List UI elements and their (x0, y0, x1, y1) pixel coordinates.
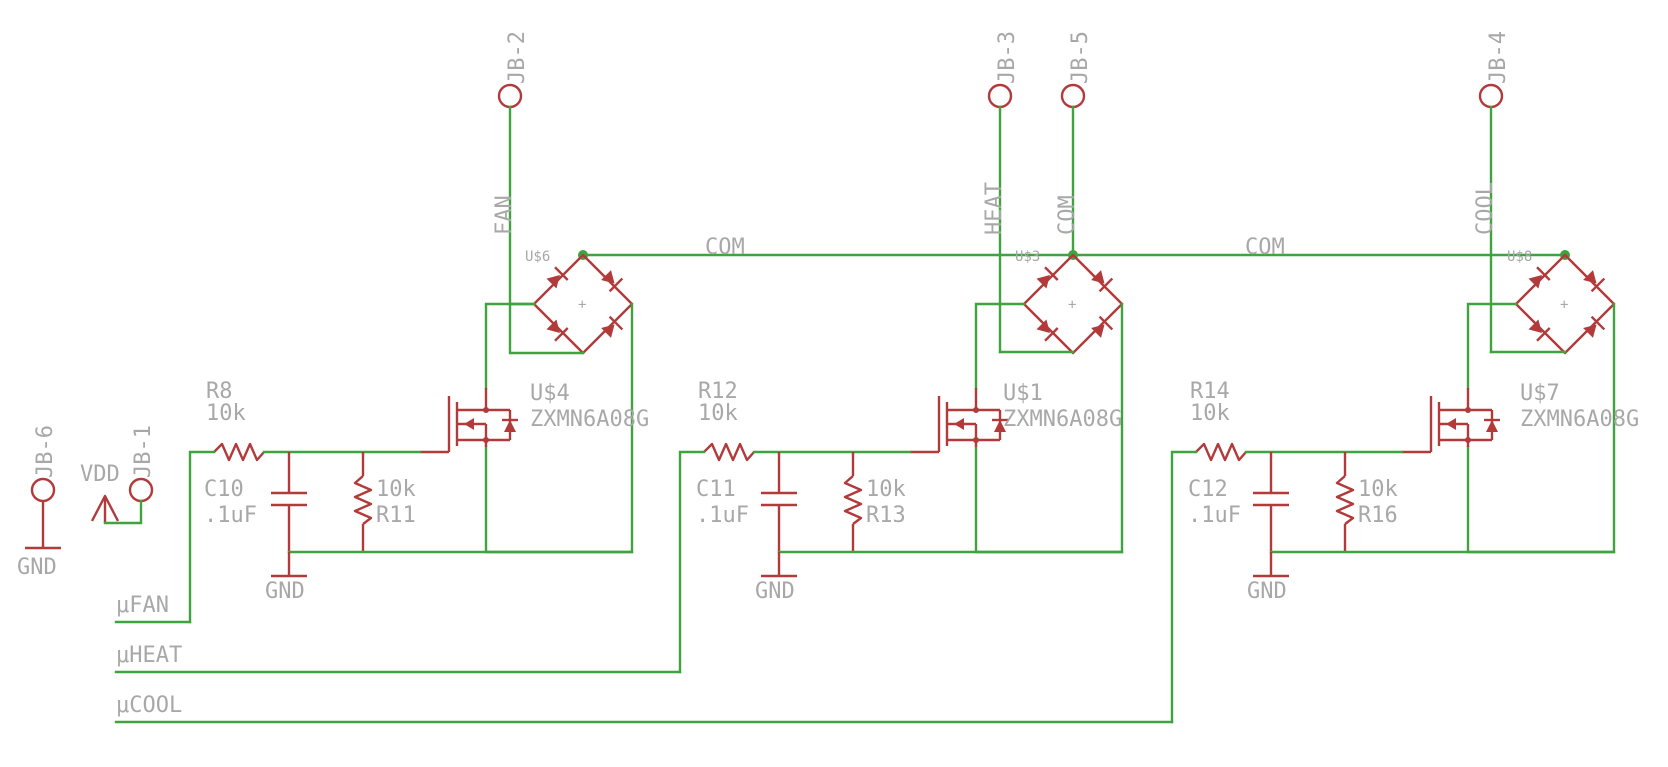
ufan-label: μFAN (116, 593, 169, 618)
uheat-label: μHEAT (116, 643, 182, 668)
input-ufan: μFAN (114, 593, 192, 624)
capacitor-c11: C11 .1uF (696, 452, 797, 552)
mosfet-u7-ref: U$7 (1520, 381, 1560, 406)
terminal-jb-1-label: JB-1 (131, 425, 156, 478)
ucool-label: μCOOL (116, 693, 182, 718)
terminal-jb-2[interactable]: JB-2 (497, 31, 530, 109)
mosfet-u1-ref: U$1 (1003, 381, 1043, 406)
terminal-jb-6[interactable]: JB-6 GND (17, 425, 61, 580)
terminal-jb-6-label: JB-6 (33, 425, 58, 478)
resistor-r13: 10k R13 (843, 452, 906, 552)
c12-ref: C12 (1188, 477, 1228, 502)
gnd-fan-label: GND (265, 579, 305, 604)
bridge-u8-label: U$8 (1507, 249, 1532, 265)
c11-value: .1uF (696, 503, 749, 528)
stage-fan: + U$6 U$4 ZXMN6A08G (188, 249, 649, 624)
vdd-symbol: VDD (80, 462, 143, 525)
r11-value: 10k (376, 477, 416, 502)
terminal-jb-4[interactable]: JB-4 (1478, 31, 1511, 109)
r14-ref: R14 (1190, 379, 1230, 404)
com-bus-label-1: COM (705, 235, 745, 260)
resistor-r16: 10k R16 (1335, 452, 1398, 552)
c10-ref: C10 (204, 477, 244, 502)
svg-text:+: + (578, 297, 586, 313)
gnd-left-label: GND (17, 555, 57, 580)
gnd-cool-label: GND (1247, 579, 1287, 604)
input-uheat: μHEAT (114, 643, 682, 674)
resistor-r11: 10k R11 (353, 452, 416, 552)
resistor-r14: R14 10k (1190, 379, 1247, 462)
net-fan-label: FAN (492, 195, 517, 235)
gnd-heat-label: GND (755, 579, 795, 604)
vdd-label: VDD (80, 462, 120, 487)
mosfet-u4-ref: U$4 (530, 381, 570, 406)
c12-value: .1uF (1188, 503, 1241, 528)
svg-text:+: + (1560, 297, 1568, 313)
mosfet-u4: U$4 ZXMN6A08G (420, 381, 649, 454)
net-cool-label: COOL (1473, 182, 1498, 235)
bridge-rectifier-u8: + U$8 (1507, 249, 1616, 355)
terminal-jb-4-label: JB-4 (1486, 31, 1511, 84)
c11-ref: C11 (696, 477, 736, 502)
com-bus-label-2: COM (1245, 235, 1285, 260)
svg-text:+: + (1068, 297, 1076, 313)
mosfet-u7: U$7 ZXMN6A08G (1402, 381, 1639, 454)
capacitor-c10: C10 .1uF (204, 452, 307, 552)
r8-ref: R8 (206, 379, 233, 404)
terminal-jb-3-label: JB-3 (995, 31, 1020, 84)
terminal-jb-2-label: JB-2 (505, 31, 530, 84)
terminal-jb-3[interactable]: JB-3 (987, 31, 1020, 109)
r12-value: 10k (698, 401, 738, 426)
r12-ref: R12 (698, 379, 738, 404)
terminal-jb-5-label: JB-5 (1068, 31, 1093, 84)
terminal-jb-1[interactable]: JB-1 (128, 425, 156, 503)
r13-value: 10k (866, 477, 906, 502)
r11-ref: R11 (376, 503, 416, 528)
stage-cool: + U$8 U$7 ZXMN6A08G R1 (1170, 249, 1639, 724)
terminal-jb-5[interactable]: JB-5 (1060, 31, 1093, 109)
r16-ref: R16 (1358, 503, 1398, 528)
resistor-r12: R12 10k (698, 379, 755, 462)
r16-value: 10k (1358, 477, 1398, 502)
mosfet-u7-part: ZXMN6A08G (1520, 407, 1639, 432)
bridge-rectifier-u3: + U$3 (1015, 249, 1124, 355)
mosfet-u1-part: ZXMN6A08G (1003, 407, 1122, 432)
bridge-rectifier-u6: + U$6 (525, 249, 634, 355)
r8-value: 10k (206, 401, 246, 426)
mosfet-u4-part: ZXMN6A08G (530, 407, 649, 432)
stage-heat: + U$3 U$1 ZXMN6A08G R1 (678, 249, 1124, 674)
c10-value: .1uF (204, 503, 257, 528)
bridge-u3-label: U$3 (1015, 249, 1040, 265)
mosfet-u1: U$1 ZXMN6A08G (910, 381, 1122, 454)
bridge-u6-label: U$6 (525, 249, 550, 265)
capacitor-c12: C12 .1uF (1188, 452, 1289, 552)
r13-ref: R13 (866, 503, 906, 528)
net-com-vertical-label: COM (1055, 195, 1080, 235)
net-heat-label: HEAT (982, 182, 1007, 235)
r14-value: 10k (1190, 401, 1230, 426)
resistor-r8: R8 10k (206, 379, 265, 462)
input-ucool: μCOOL (114, 693, 1174, 724)
